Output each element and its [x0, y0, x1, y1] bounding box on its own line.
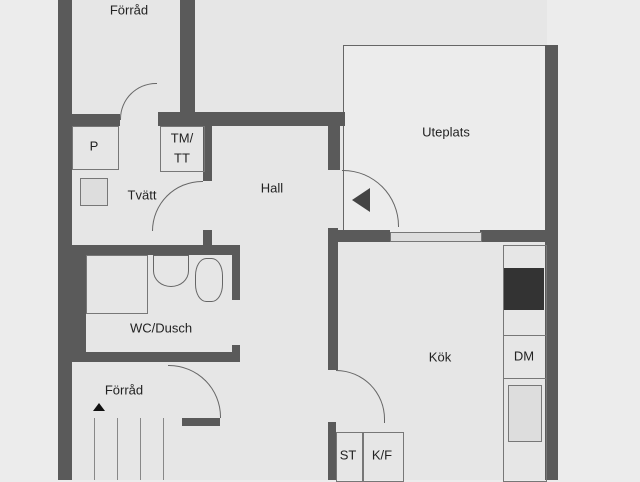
outer-wall-right [545, 45, 558, 480]
wall-hall-right-c [328, 422, 336, 480]
label-hall: Hall [260, 180, 284, 196]
wall-horizontal-top-b [158, 112, 345, 126]
wall-wc-right-a [232, 245, 240, 300]
label-dm: DM [513, 348, 535, 364]
label-tt: TT [174, 150, 190, 166]
wall-kitchen-top-a [328, 230, 390, 242]
kitchen-sink-icon [508, 385, 542, 442]
tm-tt-cabinet [160, 126, 205, 172]
label-forrad-bottom: Förråd [104, 382, 144, 398]
wall-forrad-right [180, 0, 195, 120]
p-cabinet [72, 126, 119, 170]
wall-wc-left [72, 245, 86, 360]
outer-wall-left [58, 0, 72, 480]
label-st: ST [339, 447, 357, 463]
label-kok: Kök [428, 349, 452, 365]
laundry-sink-icon [80, 178, 108, 206]
label-uteplats: Uteplats [422, 124, 470, 140]
dm-cabinet [503, 335, 547, 379]
label-tvatt: Tvätt [127, 187, 157, 203]
label-p: P [89, 138, 99, 154]
wall-wc-bottom [72, 352, 240, 362]
label-forrad-top: Förråd [109, 2, 149, 18]
kitchen-window [390, 232, 482, 242]
shower-area [86, 255, 148, 314]
wall-hall-right-b [328, 228, 338, 370]
wall-tvatt-bottom [72, 245, 240, 255]
wall-hall-left-b [203, 230, 212, 248]
label-wc-dusch: WC/Dusch [129, 320, 193, 336]
toilet-icon [195, 258, 223, 302]
stove-icon [504, 268, 544, 310]
door-arrow-icon [352, 188, 370, 212]
wall-hall-left-a [203, 126, 212, 181]
washbasin-icon [153, 255, 189, 287]
wall-kitchen-top-b [480, 230, 548, 242]
wall-hall-right-a [328, 126, 340, 170]
label-kf: K/F [371, 447, 393, 463]
label-tm: TM/ [170, 130, 194, 146]
stairs [72, 418, 182, 480]
stairs-arrow-icon [93, 403, 105, 411]
wall-horizontal-top-a [72, 114, 120, 126]
